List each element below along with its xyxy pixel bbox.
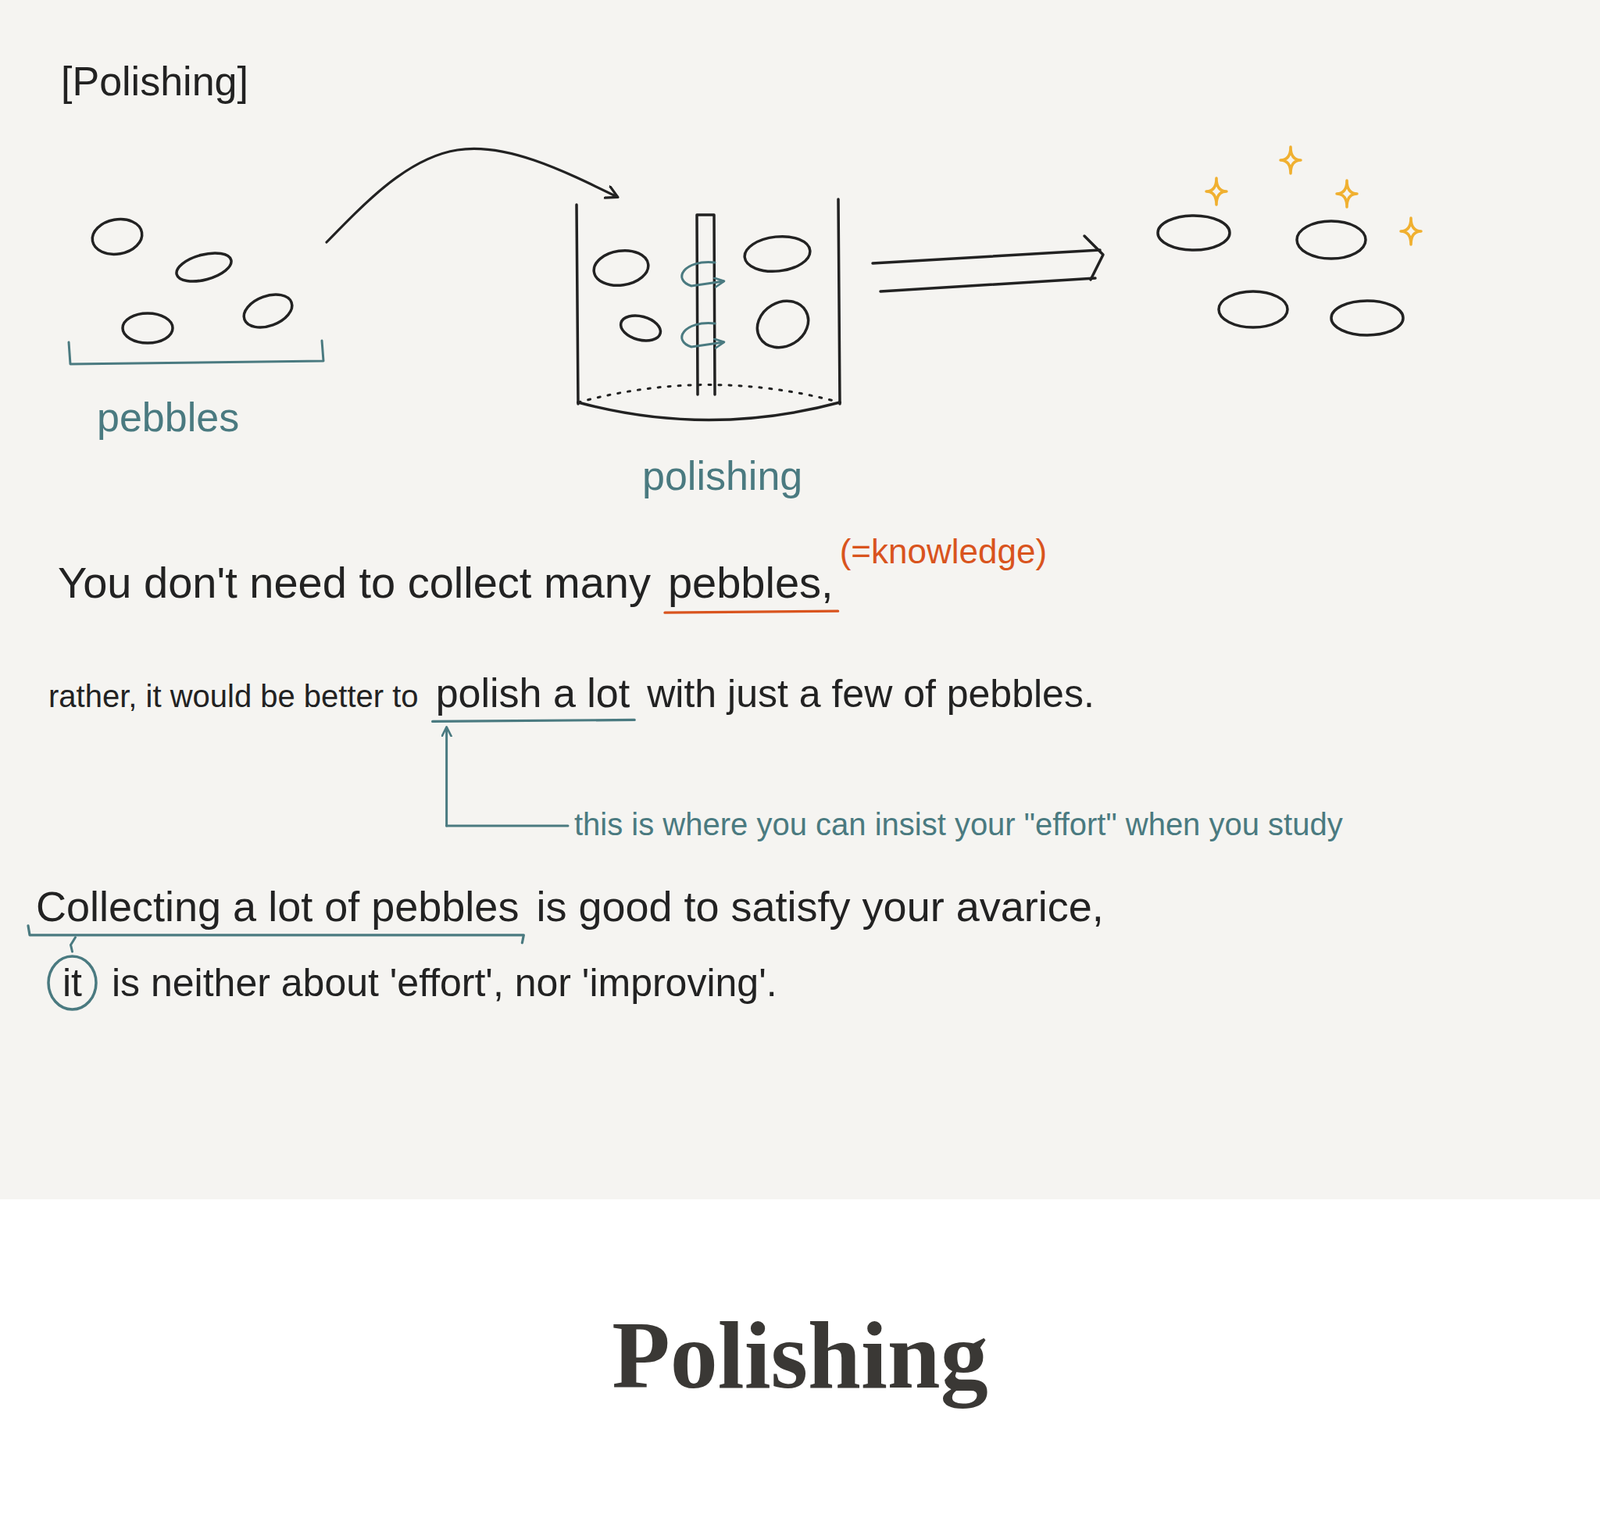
sketch-title: [Polishing] bbox=[60, 57, 249, 106]
gloss-note: (=knowledge) bbox=[839, 531, 1047, 573]
node-text: polishing bbox=[642, 451, 840, 500]
circled-word: it bbox=[46, 954, 98, 1011]
polished-pebble bbox=[1331, 300, 1404, 336]
underline bbox=[664, 610, 839, 613]
reference-tick bbox=[71, 937, 76, 952]
note-bracket-foot bbox=[446, 825, 568, 828]
container-bottom bbox=[578, 402, 840, 421]
polished-pebble bbox=[1296, 221, 1366, 259]
sparkle bbox=[1206, 178, 1227, 205]
pebble-bracket bbox=[68, 340, 324, 365]
pebble bbox=[122, 313, 173, 343]
text-line: You don't need to collect manypebbles,(=… bbox=[57, 556, 1047, 609]
sentence-text: is neither about 'effort', nor 'improvin… bbox=[111, 959, 778, 1007]
sentence-text: polish a lot bbox=[435, 668, 631, 718]
output-arrow bbox=[872, 250, 1100, 264]
sentence-text: You don't need to collect many bbox=[57, 556, 651, 609]
text-line: Collecting a lot of pebbles is good to sa… bbox=[35, 881, 1104, 933]
container-wall bbox=[576, 204, 579, 404]
sparkle bbox=[1400, 217, 1422, 245]
polisher-shaft bbox=[696, 214, 715, 395]
sentence-text: Collecting a lot of pebbles bbox=[35, 881, 519, 933]
text-line: rather, it would be better to polish a lo… bbox=[48, 668, 1095, 718]
sentence-text: rather, it would be better to bbox=[48, 677, 419, 715]
pebble-group: pebbles bbox=[68, 210, 327, 442]
rotation-arrow bbox=[682, 323, 724, 347]
underline bbox=[432, 719, 636, 722]
sentence-text: with just a few of pebbles. bbox=[646, 670, 1095, 718]
sparkle bbox=[1336, 180, 1358, 208]
sparkle bbox=[1280, 146, 1301, 174]
sentence-text: is good to satisfy your avarice, bbox=[535, 881, 1104, 933]
node-text: pebbles bbox=[96, 392, 327, 442]
note-pointer bbox=[445, 727, 448, 826]
polished-pebble bbox=[1218, 291, 1288, 328]
circle-outline-shape bbox=[48, 956, 97, 1010]
polished-pebble bbox=[1157, 215, 1230, 250]
pebble bbox=[239, 288, 297, 334]
container-back bbox=[578, 385, 840, 404]
pebble bbox=[89, 215, 146, 258]
rotation-arrow bbox=[682, 262, 724, 286]
pebble bbox=[749, 292, 818, 357]
output-arrow-head bbox=[1084, 235, 1104, 280]
margin-note: this is where you can insist your "effor… bbox=[574, 805, 1343, 843]
sentence-text: pebbles, bbox=[667, 556, 834, 609]
pebble bbox=[742, 233, 812, 275]
pebble bbox=[591, 246, 650, 289]
pebble bbox=[173, 247, 235, 287]
node-text: it bbox=[62, 959, 83, 1007]
container-wall bbox=[838, 199, 840, 404]
output-arrow bbox=[880, 278, 1096, 292]
pebble bbox=[617, 311, 664, 345]
flow-arrow bbox=[326, 148, 618, 243]
polishing-container: polishing bbox=[576, 199, 840, 500]
page-caption: Polishing bbox=[0, 1298, 1600, 1413]
